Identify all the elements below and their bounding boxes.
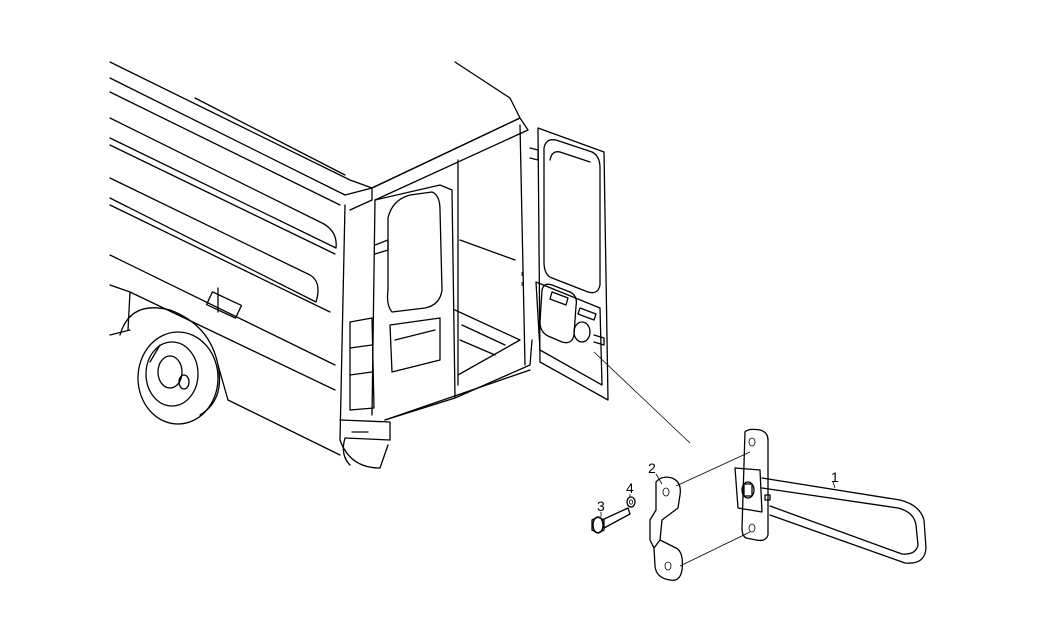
callout-label-4: 4 — [626, 480, 634, 496]
leader-line — [593, 351, 691, 444]
bolt — [591, 507, 631, 534]
callout-label-1: 1 — [831, 469, 839, 485]
assembly-line-upper — [675, 451, 751, 487]
van-illustration — [109, 61, 609, 469]
callout-label-3: 3 — [597, 498, 605, 514]
bracket — [649, 476, 684, 581]
assembly-line-lower — [679, 531, 751, 567]
callout-leader-2 — [655, 473, 663, 485]
callout-leader-1 — [832, 481, 836, 489]
washer — [626, 496, 636, 508]
callout-label-2: 2 — [648, 460, 656, 476]
door-check-strap — [734, 428, 927, 564]
